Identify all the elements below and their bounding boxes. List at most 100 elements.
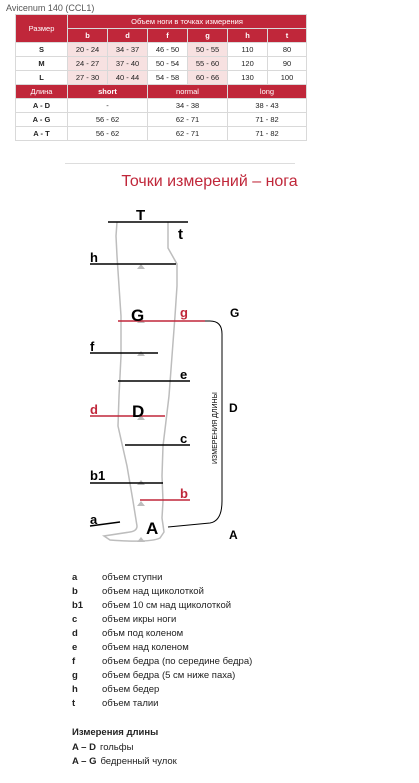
- label-b1: b1: [90, 468, 105, 483]
- table-cell: 27 - 30: [67, 70, 108, 85]
- length-col-normal: normal: [147, 84, 228, 99]
- legend-key: e: [72, 642, 78, 653]
- legend-key: c: [72, 614, 78, 625]
- table-cell: 56 - 62: [67, 112, 148, 127]
- table-cell: 120: [227, 56, 268, 71]
- legend-key: g: [72, 670, 78, 681]
- section-divider: [65, 163, 295, 164]
- table-cell: 38 - 43: [227, 98, 307, 113]
- legend-key: a: [72, 572, 78, 583]
- length-key: A – D: [72, 742, 96, 753]
- label-e: e: [180, 367, 187, 382]
- length-label: A - D: [15, 98, 68, 113]
- table-row: A - D - 34 - 38 38 - 43: [15, 98, 307, 113]
- size-header: Размер: [15, 14, 68, 43]
- table-cell: 55 - 60: [187, 56, 228, 71]
- legend-key: h: [72, 684, 78, 695]
- list-item: f объем бедра (по середине бедра): [72, 655, 252, 669]
- legend-text: объем бедра (5 см ниже паха): [102, 670, 236, 681]
- legend-text: объем 10 см над щиколоткой: [102, 600, 232, 611]
- table-cell: 80: [267, 42, 307, 57]
- table-cell: 50 - 55: [187, 42, 228, 57]
- list-item: g объем бедра (5 см ниже паха): [72, 669, 252, 683]
- label-G-right: G: [230, 306, 239, 320]
- length-col-short: short: [67, 84, 148, 99]
- table-cell: 62 - 71: [147, 126, 228, 141]
- table-cell: 50 - 54: [147, 56, 188, 71]
- list-item: c объем икры ноги: [72, 613, 252, 627]
- table-cell: 110: [227, 42, 268, 57]
- product-title: Avicenum 140 (CCL1): [6, 3, 95, 13]
- table-row: M 24 - 27 37 - 40 50 - 54 55 - 60 120 90: [15, 56, 307, 71]
- table-cell: 60 - 66: [187, 70, 228, 85]
- marker-d: [137, 415, 145, 420]
- volume-header: Объем ноги в точках измерения: [67, 14, 307, 29]
- table-cell: -: [67, 98, 148, 113]
- label-D: D: [132, 402, 144, 421]
- vertical-length-text: ИЗМЕРЕНИЯ ДЛИНЫ: [212, 392, 219, 464]
- length-label: A - G: [15, 112, 68, 127]
- length-label: A - T: [15, 126, 68, 141]
- table-cell: 90: [267, 56, 307, 71]
- size-label: M: [15, 56, 68, 71]
- table-row: A - T 56 - 62 62 - 71 71 - 82: [15, 126, 307, 141]
- table-row: A - G 56 - 62 62 - 71 71 - 82: [15, 112, 307, 127]
- length-text: бедренный чулок: [100, 756, 177, 767]
- list-item: e объем над коленом: [72, 641, 252, 655]
- label-g: g: [180, 305, 188, 320]
- label-A-right: A: [229, 528, 238, 542]
- legend-text: объем бедер: [102, 684, 160, 695]
- marker-h: [137, 264, 145, 269]
- length-key: A – G: [72, 756, 97, 767]
- table-row: L 27 - 30 40 - 44 54 - 58 60 - 66 130 10…: [15, 70, 307, 85]
- legend-key: t: [72, 698, 76, 709]
- legend-text: объем ступни: [102, 572, 163, 583]
- table-cell: 54 - 58: [147, 70, 188, 85]
- legend-text: объм под коленом: [102, 628, 184, 639]
- line-a: [89, 521, 121, 527]
- diagram-heading: Точки измерений – нога: [121, 173, 298, 190]
- legend-key: d: [72, 628, 78, 639]
- list-item: h объем бедер: [72, 683, 252, 697]
- legend-text: объем бедра (по середине бедра): [102, 656, 253, 667]
- size-label: L: [15, 70, 68, 85]
- list-item: a объем ступни: [72, 571, 252, 585]
- legend-key: f: [72, 656, 76, 667]
- size-table: Размер Объем ноги в точках измерения b d…: [15, 14, 307, 141]
- col-h: h: [227, 28, 268, 43]
- col-b: b: [67, 28, 108, 43]
- col-t: t: [267, 28, 307, 43]
- col-g: g: [187, 28, 228, 43]
- table-row: S 20 - 24 34 - 37 46 - 50 50 - 55 110 80: [15, 42, 307, 57]
- length-bracket: [167, 320, 223, 528]
- table-cell: 20 - 24: [67, 42, 108, 57]
- list-item: b1 объем 10 см над щиколоткой: [72, 599, 252, 613]
- marker-b: [137, 501, 145, 506]
- list-item: d объм под коленом: [72, 627, 252, 641]
- legend-key: b1: [72, 600, 84, 611]
- length-text: гольфы: [99, 742, 134, 753]
- length-section-title: Измерения длины: [72, 727, 159, 738]
- legend-text: объем икры ноги: [102, 614, 177, 625]
- legend-text: объем над коленом: [102, 642, 189, 653]
- label-A: A: [146, 519, 158, 538]
- legend-key: b: [72, 586, 78, 597]
- table-cell: 56 - 62: [67, 126, 148, 141]
- table-cell: 40 - 44: [107, 70, 148, 85]
- label-G: G: [131, 306, 144, 325]
- table-cell: 71 - 82: [227, 126, 307, 141]
- label-b: b: [180, 486, 188, 501]
- table-cell: 46 - 50: [147, 42, 188, 57]
- label-f: f: [90, 339, 95, 354]
- label-a: a: [90, 512, 98, 527]
- leg-outline: [101, 221, 178, 542]
- label-T: T: [136, 207, 145, 224]
- leg-diagram: T t h G g G f e d D D c b1 b a A A ИЗМЕР…: [89, 207, 239, 542]
- length-col-long: long: [227, 84, 307, 99]
- label-t: t: [178, 226, 183, 243]
